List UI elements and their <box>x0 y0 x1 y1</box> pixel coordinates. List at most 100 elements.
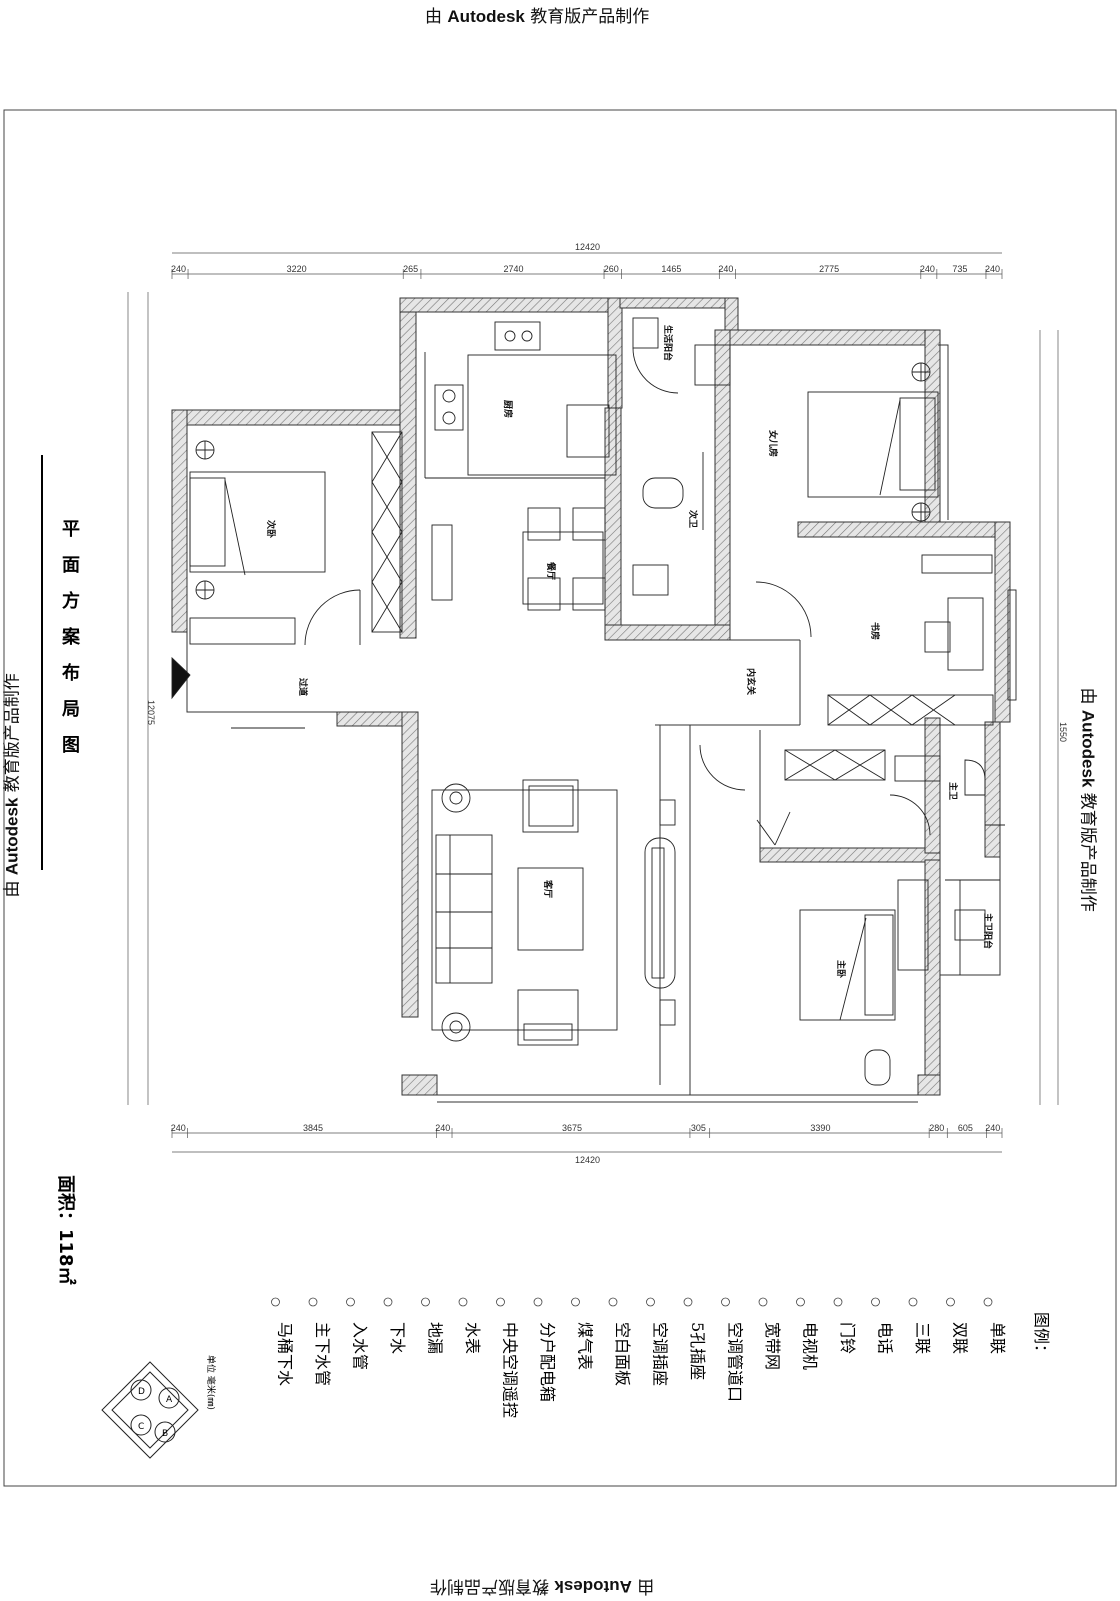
legend-item: 下水 <box>388 1322 407 1354</box>
legend-item: 分户配电箱 <box>538 1322 557 1402</box>
legend: 图例： 单联双联三联电话门铃电视机宽带网空调管道口5孔插座空调插座空白面板煤气表… <box>101 1297 1051 1459</box>
stove <box>434 384 464 431</box>
dim-top: 240 <box>171 264 186 274</box>
furniture <box>171 317 1017 1086</box>
dim-bottom: 605 <box>958 1123 973 1133</box>
legend-item: 地漏 <box>426 1322 445 1354</box>
sofa <box>435 834 493 984</box>
room-study: 书房 <box>869 622 881 640</box>
sink <box>494 321 541 351</box>
legend-item: 空白面板 <box>613 1322 632 1386</box>
unit-label: 单位 毫米(㎜) <box>205 1355 217 1410</box>
dim-top: 2775 <box>819 264 839 274</box>
legend-item: 三联 <box>913 1322 932 1354</box>
legend-symbol-icon <box>458 1297 468 1307</box>
compass-symbol <box>101 1361 199 1459</box>
dim-top: 735 <box>952 264 967 274</box>
legend-symbol-icon <box>421 1297 430 1307</box>
room-corridor: 过道 <box>297 678 309 696</box>
cabinet-second-bedroom <box>189 617 296 645</box>
legend-item: 电话 <box>876 1322 895 1354</box>
room-second-bedroom: 次卧 <box>265 520 277 538</box>
legend-item: 空调管道口 <box>726 1322 745 1402</box>
room-inner-hall: 内玄关 <box>745 668 757 695</box>
title-char: 案 <box>61 626 81 648</box>
legend-symbol-icon <box>721 1297 730 1307</box>
bed-second-bedroom <box>189 471 326 573</box>
dim-top: 240 <box>920 264 935 274</box>
compass-d: D <box>138 1387 145 1397</box>
title-char: 方 <box>62 590 80 612</box>
bed-daughter <box>807 391 939 498</box>
toilet-master-bath <box>964 759 986 796</box>
legend-symbol-icon <box>571 1297 580 1307</box>
legend-item: 煤气表 <box>576 1322 595 1370</box>
legend-symbol-icon <box>833 1297 843 1307</box>
dim-top: 240 <box>985 264 1000 274</box>
legend-item: 5孔插座 <box>688 1322 707 1380</box>
area-label: 面积：118㎡ <box>55 1175 77 1285</box>
tv-cabinet <box>644 837 676 989</box>
left-dimensions: 12075 <box>127 292 156 1105</box>
legend-symbol-icon <box>908 1297 918 1307</box>
page-title: 平面方案布局图 <box>61 519 81 756</box>
legend-symbol-icon <box>308 1297 318 1307</box>
dim-bottom: 3390 <box>810 1123 830 1133</box>
armchair <box>517 989 579 1046</box>
chair-master <box>864 1049 891 1086</box>
legend-symbol-icon <box>496 1297 505 1307</box>
legend-item: 宽带网 <box>763 1322 782 1370</box>
legend-item: 入水管 <box>351 1322 370 1370</box>
legend-item: 空调插座 <box>651 1322 670 1386</box>
walls <box>171 297 1011 1096</box>
room-balcony-life: 生活阳台 <box>662 325 674 361</box>
legend-item: 双联 <box>951 1322 970 1354</box>
legend-symbol-icon <box>946 1297 955 1307</box>
room-labels: 厨房 生活阳台 女儿房 次卧 餐厅 次卫 书房 过道 内玄关 客厅 主卫 主卫阳… <box>265 325 994 978</box>
dim-bottom: 3845 <box>303 1123 323 1133</box>
sheet-border <box>3 109 1117 1487</box>
title-char: 面 <box>62 555 80 576</box>
legend-item: 水表 <box>463 1322 482 1354</box>
room-daughter: 女儿房 <box>767 430 779 457</box>
compass-c: C <box>138 1422 144 1432</box>
dim-bottom: 280 <box>929 1123 944 1133</box>
dim-bottom: 240 <box>985 1123 1000 1133</box>
room-master-bath: 主卫 <box>947 782 959 800</box>
bed-master <box>799 909 896 1021</box>
dim-top: 1465 <box>661 264 681 274</box>
dim-top: 2740 <box>503 264 523 274</box>
coffee-table <box>517 867 584 951</box>
armchair <box>522 779 579 833</box>
legend-item: 电视机 <box>801 1322 820 1370</box>
right-dimensions: 1550 <box>1039 330 1068 1105</box>
dim-top: 3220 <box>287 264 307 274</box>
title-char: 平 <box>62 519 80 540</box>
legend-item: 马桶下水 <box>276 1322 295 1386</box>
dim-top: 265 <box>403 264 418 274</box>
toilet-second-bath <box>642 477 684 509</box>
watermark-top: 由 Autodesk 教育版产品制作 <box>425 7 650 27</box>
room-master-balcony: 主卫阳台 <box>982 913 994 949</box>
legend-item: 单联 <box>988 1322 1007 1354</box>
title-char: 布 <box>62 662 80 684</box>
compass-a: A <box>166 1395 173 1405</box>
legend-symbol-icon <box>608 1297 618 1307</box>
legend-symbol-icon <box>646 1297 655 1307</box>
outlines <box>186 344 1011 1103</box>
room-dining: 餐厅 <box>545 561 557 580</box>
dim-bottom: 240 <box>435 1123 450 1133</box>
room-kitchen: 厨房 <box>502 400 514 418</box>
wardrobe-second-bedroom <box>371 431 403 633</box>
compass-b: B <box>162 1429 168 1439</box>
title-char: 局 <box>62 699 80 720</box>
legend-symbol-icon <box>683 1297 693 1307</box>
legend-symbol-icon <box>533 1297 543 1307</box>
dining-table <box>522 531 604 605</box>
legend-symbol-icon <box>758 1297 768 1307</box>
legend-symbol-icon <box>796 1297 805 1307</box>
dim-bottom: 305 <box>691 1123 706 1133</box>
legend-item: 主下水管 <box>313 1322 332 1386</box>
